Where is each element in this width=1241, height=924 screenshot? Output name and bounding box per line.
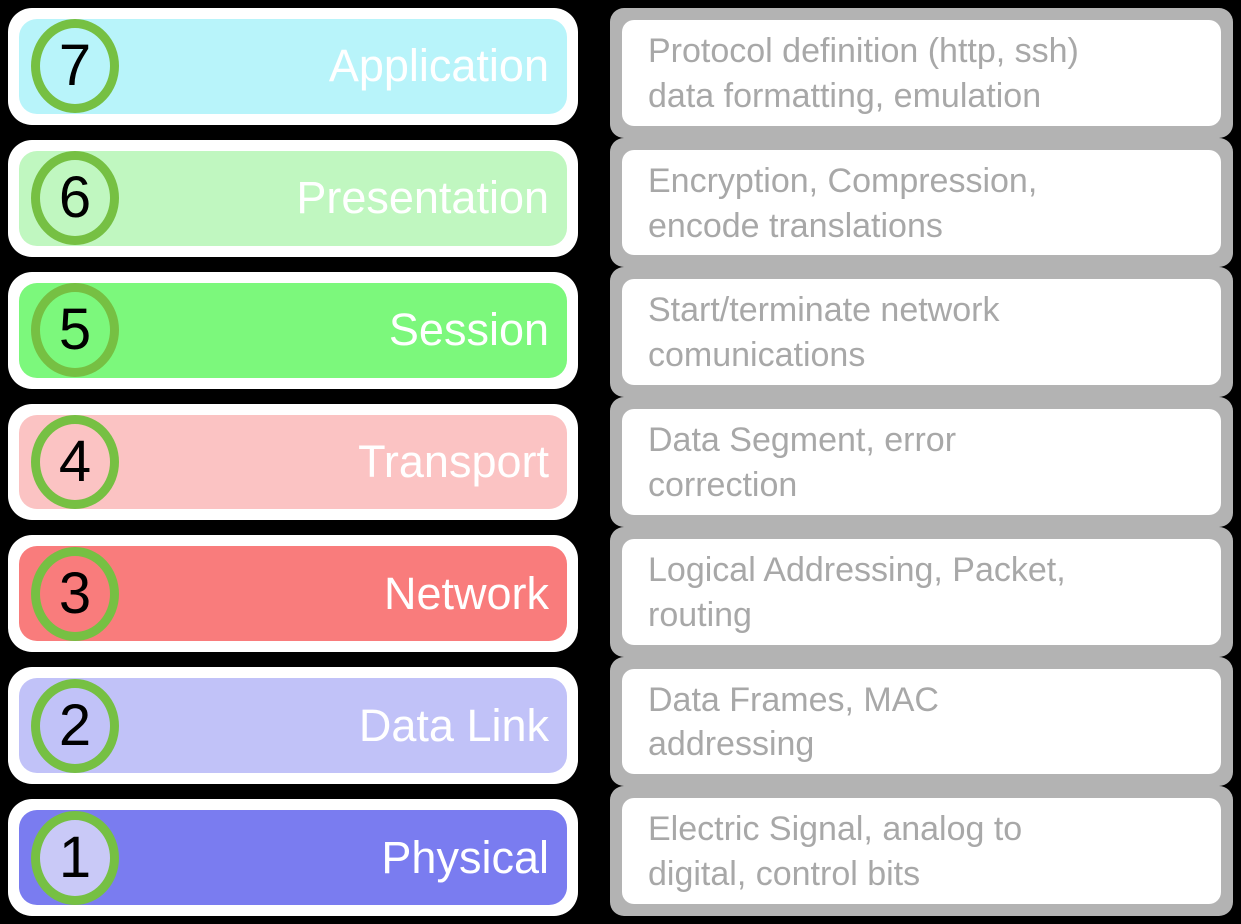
layer-number-badge: 3 <box>31 546 119 641</box>
description-row: Start/terminate network comunications <box>610 267 1233 398</box>
description-line-1: Encryption, Compression, <box>648 161 1038 200</box>
layers-column: 7 Application 6 Presentation 5 Session 4… <box>8 8 578 917</box>
layer-number: 2 <box>58 692 92 758</box>
description-line-2: correction <box>648 466 798 505</box>
description-card: Start/terminate network comunications <box>622 279 1221 386</box>
description-row: Electric Signal, analog to digital, cont… <box>610 786 1233 917</box>
layer-card-inner: 3 Network <box>19 546 567 642</box>
layer-number: 7 <box>58 33 92 99</box>
description-line-1: Data Segment, error <box>648 421 957 460</box>
layer-card: 5 Session <box>8 271 578 389</box>
layer-card: 3 Network <box>8 535 578 653</box>
layer-number-badge: 1 <box>31 810 119 905</box>
layer-card: 2 Data Link <box>8 667 578 785</box>
layer-number-badge: 7 <box>31 19 119 114</box>
layer-number-badge: 2 <box>31 678 119 773</box>
description-card: Electric Signal, analog to digital, cont… <box>622 798 1221 905</box>
layer-number: 4 <box>58 429 92 494</box>
layer-name: Data Link <box>358 699 549 751</box>
description-card: Protocol definition (http, ssh) data for… <box>622 20 1221 126</box>
layer-name: Application <box>328 40 549 92</box>
descriptions-column: Protocol definition (http, ssh) data for… <box>610 8 1233 917</box>
layer-card-inner: 2 Data Link <box>19 678 567 774</box>
description-line-1: Protocol definition (http, ssh) <box>648 32 1079 70</box>
layer-name: Network <box>383 567 549 619</box>
layer-card-inner: 5 Session <box>19 282 567 378</box>
layer-number-badge: 6 <box>31 151 119 246</box>
layer-number-badge: 4 <box>31 415 119 509</box>
layer-card: 4 Transport <box>8 403 578 521</box>
description-row: Data Frames, MAC addressing <box>610 656 1233 787</box>
description-row: Logical Addressing, Packet, routing <box>610 526 1233 657</box>
description-line-1: Start/terminate network <box>648 291 1000 330</box>
description-line-2: data formatting, emulation <box>648 76 1042 115</box>
layer-number: 3 <box>58 560 92 626</box>
description-line-2: comunications <box>648 336 866 375</box>
layer-card-inner: 7 Application <box>19 19 567 114</box>
layer-card: 1 Physical <box>8 799 578 917</box>
layer-card-inner: 4 Transport <box>19 414 567 510</box>
layer-number: 6 <box>58 165 92 231</box>
description-line-1: Logical Addressing, Packet, <box>648 550 1066 589</box>
layer-card-inner: 6 Presentation <box>19 150 567 246</box>
description-line-1: Electric Signal, analog to <box>648 810 1023 849</box>
description-row: Protocol definition (http, ssh) data for… <box>610 8 1233 138</box>
description-row: Encryption, Compression, encode translat… <box>610 137 1233 268</box>
layer-card: 6 Presentation <box>8 139 578 257</box>
description-card: Data Frames, MAC addressing <box>622 668 1221 775</box>
layer-number-badge: 5 <box>31 283 119 378</box>
layer-number: 5 <box>58 297 92 363</box>
description-card: Logical Addressing, Packet, routing <box>622 538 1221 645</box>
description-line-2: encode translations <box>648 206 943 245</box>
layer-card: 7 Application <box>8 8 578 125</box>
description-line-2: digital, control bits <box>648 855 921 894</box>
description-row: Data Segment, error correction <box>610 397 1233 527</box>
layer-name: Presentation <box>296 172 549 224</box>
layer-name: Physical <box>381 831 549 883</box>
description-card: Data Segment, error correction <box>622 409 1221 515</box>
layer-number: 1 <box>58 824 92 890</box>
description-line-2: routing <box>648 595 752 634</box>
description-card: Encryption, Compression, encode translat… <box>622 149 1221 256</box>
layer-name: Transport <box>358 436 549 487</box>
description-line-1: Data Frames, MAC <box>648 680 939 719</box>
layer-card-inner: 1 Physical <box>19 810 567 906</box>
layer-name: Session <box>388 304 549 356</box>
description-line-2: addressing <box>648 725 815 764</box>
